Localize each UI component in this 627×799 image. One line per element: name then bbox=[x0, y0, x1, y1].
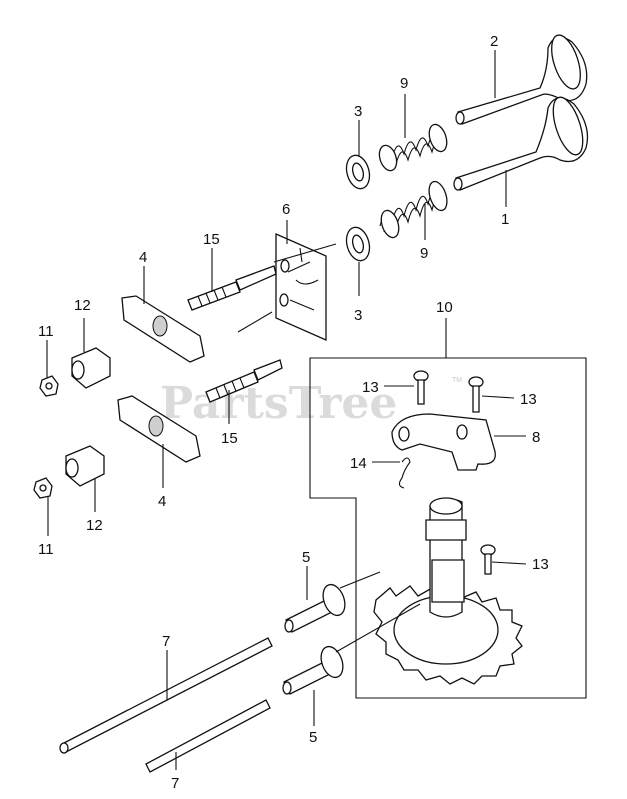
callout-13-c: 13 bbox=[532, 556, 549, 573]
callout-12-upper: 12 bbox=[74, 297, 91, 314]
callout-1: 1 bbox=[501, 211, 509, 228]
callout-3-upper: 3 bbox=[354, 103, 362, 120]
camshaft-assembly-box bbox=[309, 357, 587, 699]
guide-plate bbox=[275, 233, 327, 341]
bolt-a bbox=[413, 370, 429, 405]
callout-4-lower: 4 bbox=[158, 493, 166, 510]
callout-9-upper: 9 bbox=[400, 75, 408, 92]
tappet-upper bbox=[284, 583, 346, 633]
camshaft-gear bbox=[373, 497, 523, 685]
rocker-pivot-lower bbox=[65, 445, 105, 487]
watermark: PartsTree TM bbox=[160, 377, 462, 429]
callout-labels: 2 1 3 3 9 9 6 15 15 4 4 12 12 11 11 10 1… bbox=[38, 33, 549, 792]
callout-15-upper: 15 bbox=[203, 231, 220, 248]
callout-3-lower: 3 bbox=[354, 307, 362, 324]
valve-spring-lower bbox=[379, 180, 448, 239]
decompression-plate bbox=[391, 413, 496, 471]
callout-15-lower: 15 bbox=[221, 430, 238, 447]
bolt-b bbox=[468, 376, 484, 413]
callout-11-lower: 11 bbox=[38, 541, 54, 558]
valve-lower bbox=[453, 96, 589, 191]
leader-lines bbox=[46, 50, 527, 770]
adjusting-nut-lower bbox=[33, 477, 53, 499]
watermark-text: PartsTree bbox=[160, 378, 397, 429]
rocker-arm-upper bbox=[121, 295, 205, 363]
rocker-stud-lower bbox=[205, 359, 283, 403]
callout-13-a: 13 bbox=[362, 379, 379, 396]
rocker-pivot-upper bbox=[71, 347, 111, 389]
spring-retainer-upper bbox=[345, 154, 371, 190]
bolt-c bbox=[480, 544, 496, 575]
callout-5-lower: 5 bbox=[309, 729, 317, 746]
callout-2: 2 bbox=[490, 33, 498, 50]
callout-6: 6 bbox=[282, 201, 290, 218]
valve-upper bbox=[455, 34, 588, 125]
callout-13-b: 13 bbox=[520, 391, 537, 408]
push-rod-upper bbox=[59, 637, 273, 754]
push-rod-lower bbox=[145, 699, 271, 773]
callout-9-lower: 9 bbox=[420, 245, 428, 262]
rocker-arm-lower bbox=[117, 395, 201, 463]
spring-retainer-lower bbox=[345, 226, 371, 262]
callout-7-upper: 7 bbox=[162, 633, 170, 650]
adjusting-nut-upper bbox=[39, 375, 59, 397]
tappet-lower bbox=[282, 645, 344, 695]
callout-10: 10 bbox=[436, 299, 453, 316]
valve-spring-upper bbox=[378, 123, 448, 172]
callout-11-upper: 11 bbox=[38, 323, 54, 340]
callout-14: 14 bbox=[350, 455, 367, 472]
callout-8: 8 bbox=[532, 429, 540, 446]
decompression-spring bbox=[398, 457, 411, 489]
callout-12-lower: 12 bbox=[86, 517, 103, 534]
callout-5-upper: 5 bbox=[302, 549, 310, 566]
callout-4-upper: 4 bbox=[139, 249, 147, 266]
watermark-tm: TM bbox=[452, 377, 462, 384]
rocker-stud-upper bbox=[187, 265, 277, 311]
callout-7-lower: 7 bbox=[171, 775, 179, 792]
